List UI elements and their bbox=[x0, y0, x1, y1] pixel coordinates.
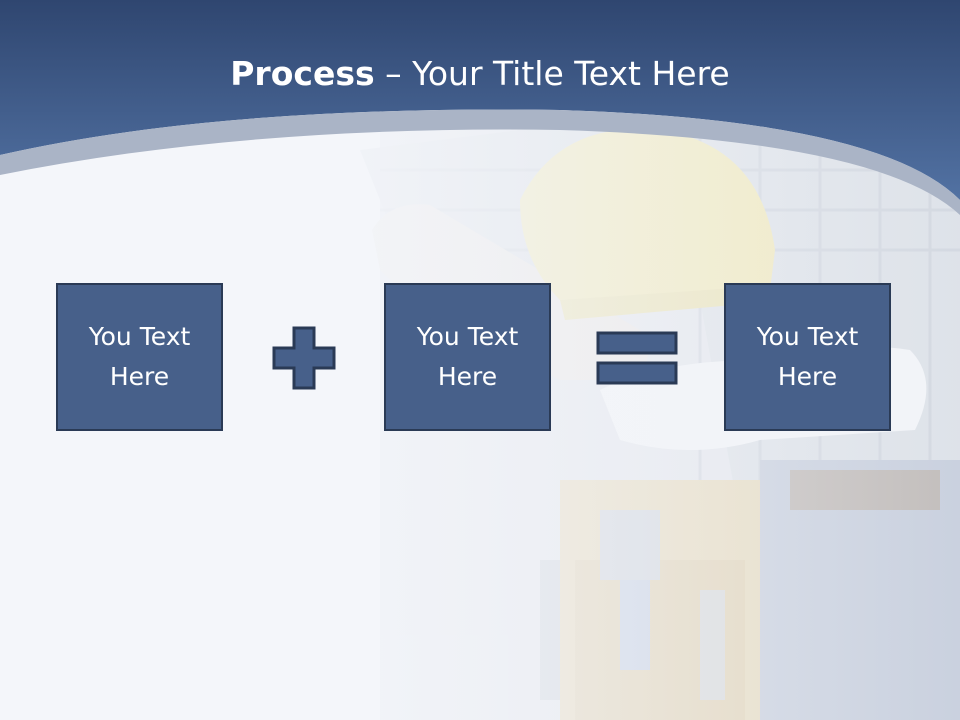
header-band bbox=[0, 0, 960, 200]
process-box-3-text: You Text Here bbox=[756, 322, 859, 391]
process-box-1[interactable]: You Text Here bbox=[56, 283, 223, 431]
header-swoosh bbox=[0, 109, 960, 215]
plus-icon bbox=[272, 326, 336, 390]
title-rest: – Your Title Text Here bbox=[374, 54, 730, 93]
process-box-1-text: You Text Here bbox=[88, 322, 191, 391]
equals-icon bbox=[596, 331, 678, 385]
slide-title: Process – Your Title Text Here bbox=[0, 50, 960, 98]
title-bold: Process bbox=[230, 54, 375, 93]
process-box-2[interactable]: You Text Here bbox=[384, 283, 551, 431]
process-box-3[interactable]: You Text Here bbox=[724, 283, 891, 431]
process-box-2-text: You Text Here bbox=[416, 322, 519, 391]
